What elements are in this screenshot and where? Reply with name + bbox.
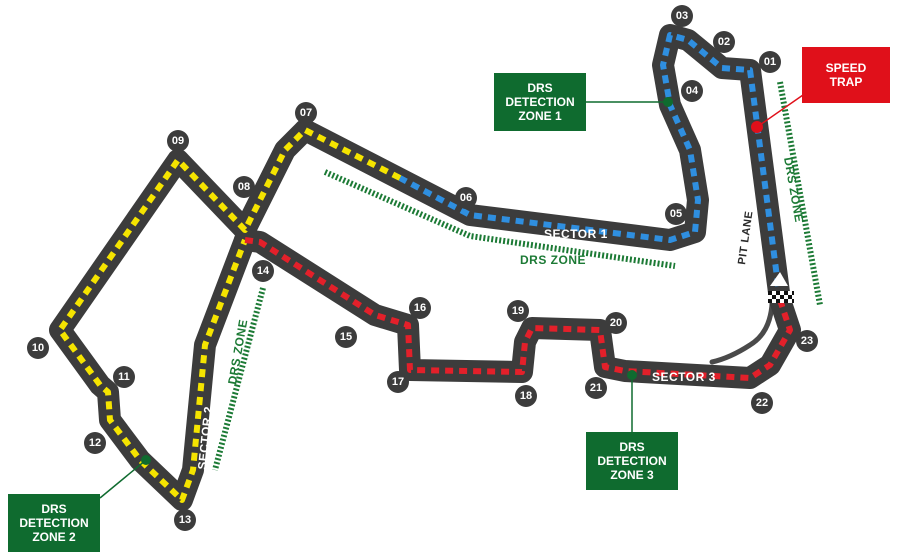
sector-1-label: SECTOR 1 [544, 227, 608, 241]
start-finish-line [768, 291, 794, 303]
callout-line: DRS [619, 440, 645, 454]
callout-line: DETECTION [19, 516, 89, 530]
track-outline [49, 24, 801, 511]
callout-line: DETECTION [505, 95, 575, 109]
callout-line: ZONE 3 [610, 468, 654, 482]
svg-text:02: 02 [718, 36, 730, 48]
callout-line: DRS [527, 81, 553, 95]
corner-badge: 20 [605, 312, 627, 334]
callout-line: SPEED [825, 61, 867, 75]
corner-badge: 02 [713, 31, 735, 53]
callout-line: ZONE 1 [518, 109, 562, 123]
speed-trap-box: SPEED TRAP [802, 47, 890, 103]
svg-text:14: 14 [257, 265, 270, 277]
corner-badge: 10 [27, 337, 49, 359]
corner-badge: 11 [113, 366, 135, 388]
svg-text:13: 13 [179, 514, 191, 526]
drs-detection-point-3 [627, 370, 637, 380]
corner-badge: 21 [585, 377, 607, 399]
corner-badge: 01 [759, 51, 781, 73]
corner-badge: 22 [751, 392, 773, 414]
corner-badge: 06 [455, 187, 477, 209]
corner-badge: 23 [796, 330, 818, 352]
sector-2-label: SECTOR 2 [195, 405, 216, 470]
drs-detection-zone-2-box: DRS DETECTION ZONE 2 [8, 494, 100, 552]
corner-badge: 17 [387, 371, 409, 393]
svg-text:09: 09 [172, 135, 184, 147]
drs-zone-line-2 [212, 287, 266, 471]
svg-text:10: 10 [32, 342, 44, 354]
corner-badge: 04 [681, 80, 703, 102]
direction-arrow-icon [770, 272, 788, 286]
svg-text:12: 12 [89, 437, 101, 449]
svg-text:16: 16 [414, 302, 426, 314]
svg-text:21: 21 [590, 382, 602, 394]
svg-text:15: 15 [340, 331, 352, 343]
svg-text:04: 04 [686, 85, 699, 97]
speed-trap-point [751, 121, 763, 133]
callout-line: DRS [41, 502, 67, 516]
corner-badge: 19 [507, 300, 529, 322]
callout-lines [99, 94, 804, 499]
svg-text:20: 20 [610, 317, 622, 329]
corner-badge: 18 [515, 385, 537, 407]
corner-badge: 13 [174, 509, 196, 531]
svg-text:01: 01 [764, 56, 776, 68]
drs-detection-point-2 [141, 455, 151, 465]
svg-text:19: 19 [512, 305, 524, 317]
corner-badges: 01 02 03 04 05 06 07 08 09 10 11 12 13 1… [27, 5, 818, 531]
drs-zone-line-1 [323, 169, 676, 269]
pit-lane-label: PIT LANE [736, 210, 755, 265]
corner-badge: 07 [295, 102, 317, 124]
corner-badge: 12 [84, 432, 106, 454]
svg-text:05: 05 [670, 208, 682, 220]
callout-line: ZONE 2 [32, 530, 76, 544]
corner-badge: 08 [233, 176, 255, 198]
callout-line: DETECTION [597, 454, 667, 468]
drs-detection-zone-1-box: DRS DETECTION ZONE 1 [494, 73, 586, 131]
corner-badge: 09 [167, 130, 189, 152]
svg-text:22: 22 [756, 397, 768, 409]
svg-text:07: 07 [300, 107, 312, 119]
corner-badge: 03 [671, 5, 693, 27]
corner-badge: 16 [409, 297, 431, 319]
drs-detection-zone-3-box: DRS DETECTION ZONE 3 [586, 432, 678, 490]
track-base-sector3 [234, 229, 801, 389]
drs-detection-point-1 [663, 97, 673, 107]
corner-badge: 05 [665, 203, 687, 225]
callout-line: TRAP [829, 75, 863, 89]
svg-text:18: 18 [520, 390, 532, 402]
sector-3-label: SECTOR 3 [652, 370, 716, 384]
drs-zone-lines [212, 81, 823, 471]
svg-text:17: 17 [392, 376, 404, 388]
drs-zone-line-3 [777, 81, 823, 306]
svg-text:23: 23 [801, 335, 813, 347]
svg-text:03: 03 [676, 10, 688, 22]
drs-zone-label-1: DRS ZONE [520, 253, 586, 267]
svg-text:08: 08 [238, 181, 250, 193]
svg-text:11: 11 [118, 371, 130, 383]
sector-2-line-a [57, 127, 402, 503]
drs-zone-label-3: DRS ZONE [781, 156, 806, 223]
corner-badge: 14 [252, 260, 274, 282]
corner-badge: 15 [335, 326, 357, 348]
svg-text:06: 06 [460, 192, 472, 204]
